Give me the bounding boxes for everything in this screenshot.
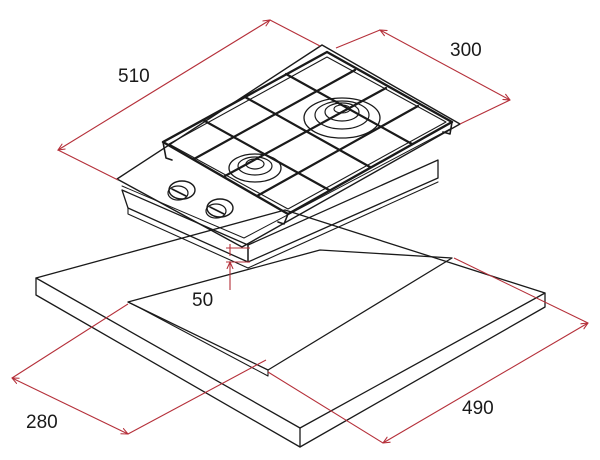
knob-right	[205, 198, 234, 219]
control-knobs	[167, 180, 234, 219]
hob	[116, 44, 461, 269]
worktop-cutout	[127, 249, 453, 371]
dimension-cutout-depth	[12, 303, 267, 434]
dimension-height	[226, 244, 250, 290]
pan-supports	[161, 50, 454, 225]
cutout-depth-label: 280	[26, 412, 58, 433]
depth-label: 300	[450, 40, 482, 61]
worktop-front-edge	[35, 277, 546, 448]
dimension-width	[58, 20, 321, 181]
height-label: 50	[192, 290, 213, 311]
knob-left	[167, 180, 196, 201]
dimension-depth	[335, 30, 510, 125]
width-label: 510	[118, 66, 150, 87]
cutout-width-label: 490	[462, 398, 494, 419]
dimension-cutout-width	[267, 257, 588, 443]
